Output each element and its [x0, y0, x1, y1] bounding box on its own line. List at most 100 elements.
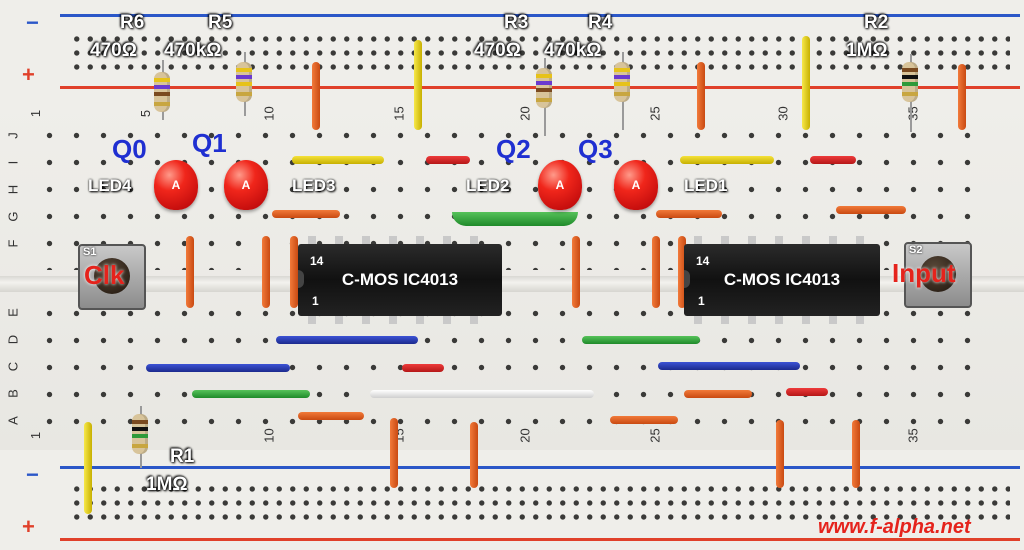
yellow-jumper	[680, 156, 774, 164]
col-num-20-top: 20	[517, 106, 533, 121]
col-num-5-top: 5	[138, 109, 154, 118]
green-jumper	[582, 336, 700, 344]
orange-jumper	[697, 62, 705, 130]
orange-jumper	[656, 210, 722, 218]
ic-4013-left: 14 C-MOS IC4013 1	[298, 236, 502, 324]
blue-jumper	[658, 362, 800, 370]
led3: A	[224, 160, 268, 210]
led2-label: LED2	[466, 176, 510, 195]
row-letter-j: J	[5, 132, 21, 139]
bottom-rail-holes	[70, 482, 1010, 520]
row-letter-e: E	[5, 308, 21, 317]
orange-jumper	[776, 420, 784, 488]
r2-value: 1MΩ	[846, 40, 888, 61]
orange-jumper	[958, 64, 966, 130]
col-num-25-bottom: 25	[647, 428, 663, 443]
green-jumper	[192, 390, 310, 398]
top-minus-symbol: −	[26, 10, 39, 35]
anode-mark: A	[241, 178, 251, 192]
row-letter-c: C	[5, 361, 21, 372]
col-num-10-top: 10	[261, 106, 277, 121]
clk-switch[interactable]: S1	[78, 244, 146, 310]
input-label: Input	[892, 258, 956, 288]
ic-name: C-MOS IC4013	[723, 270, 841, 289]
ic-pin14-label: 14	[310, 254, 324, 268]
yellow-jumper	[802, 36, 810, 130]
orange-jumper	[390, 418, 398, 488]
top-plus-symbol: +	[22, 62, 35, 87]
row-letter-b: B	[5, 389, 21, 398]
led3-label: LED3	[292, 176, 336, 195]
r6-value: 470Ω	[90, 40, 137, 61]
row-letter-d: D	[5, 334, 21, 345]
clk-label: Clk	[84, 260, 125, 290]
yellow-jumper	[84, 422, 92, 514]
ic-notch	[298, 270, 304, 288]
ic-pins-top	[308, 236, 492, 244]
resistor-r6	[154, 72, 170, 112]
ic-pins-bottom	[308, 316, 492, 324]
ic-pin1-label: 1	[312, 294, 319, 308]
orange-jumper	[610, 416, 678, 424]
orange-jumper	[186, 236, 194, 308]
orange-jumper	[836, 206, 906, 214]
white-jumper	[370, 390, 594, 398]
top-rail-minus-line	[60, 14, 1020, 17]
col-num-10-bottom: 10	[261, 428, 277, 443]
watermark: www.f-alpha.net	[818, 516, 971, 538]
q3-label: Q3	[578, 134, 613, 164]
resistor-r4	[614, 62, 630, 102]
switch-button-cap[interactable]	[94, 258, 130, 294]
orange-jumper	[290, 236, 298, 308]
col-num-15-top: 15	[391, 106, 407, 121]
red-jumper	[402, 364, 444, 372]
col-num-35-bottom: 35	[905, 428, 921, 443]
switch-id: S1	[83, 246, 97, 258]
input-switch[interactable]: S2	[904, 242, 972, 308]
led1-label: LED1	[684, 176, 728, 195]
row-letter-a: A	[5, 416, 21, 425]
orange-jumper	[298, 412, 364, 420]
red-jumper	[786, 388, 828, 396]
orange-jumper	[684, 390, 752, 398]
col-num-20-bottom: 20	[517, 428, 533, 443]
r5-label: R5	[208, 12, 233, 33]
q2-label: Q2	[496, 134, 531, 164]
yellow-jumper	[292, 156, 384, 164]
ic-pin1-label: 1	[698, 294, 705, 308]
col-num-30-top: 30	[775, 106, 791, 121]
orange-jumper	[678, 236, 686, 308]
orange-jumper	[652, 236, 660, 308]
blue-jumper	[276, 336, 418, 344]
ic-notch	[684, 270, 690, 288]
led4: A	[154, 160, 198, 210]
ic-name: C-MOS IC4013	[341, 270, 459, 289]
r3-label: R3	[504, 12, 529, 33]
red-jumper	[810, 156, 856, 164]
resistor-r5	[236, 62, 252, 102]
row-letter-g: G	[5, 211, 21, 222]
row-letter-f: F	[5, 239, 21, 248]
r3-value: 470Ω	[474, 40, 521, 61]
switch-button-cap[interactable]	[920, 256, 956, 292]
anode-mark: A	[171, 178, 181, 192]
q1-label: Q1	[192, 128, 227, 158]
ic-pin14-label: 14	[696, 254, 710, 268]
blue-jumper	[146, 364, 290, 372]
r5-value: 470kΩ	[164, 40, 222, 61]
bottom-minus-symbol: −	[26, 462, 39, 487]
top-rail-holes	[70, 32, 1010, 70]
ic-pins-bottom	[694, 316, 870, 324]
q0-label: Q0	[112, 134, 147, 164]
yellow-jumper	[414, 40, 422, 130]
orange-jumper	[852, 420, 860, 488]
row-letter-i: I	[5, 160, 21, 165]
led2: A	[538, 160, 582, 210]
led4-label: LED4	[88, 176, 132, 195]
ic-4013-right: 14 C-MOS IC4013 1	[684, 236, 880, 324]
switch-id: S2	[909, 244, 923, 256]
r6-label: R6	[120, 12, 145, 33]
ic-pins-top	[694, 236, 870, 244]
bottom-plus-symbol: +	[22, 514, 35, 539]
